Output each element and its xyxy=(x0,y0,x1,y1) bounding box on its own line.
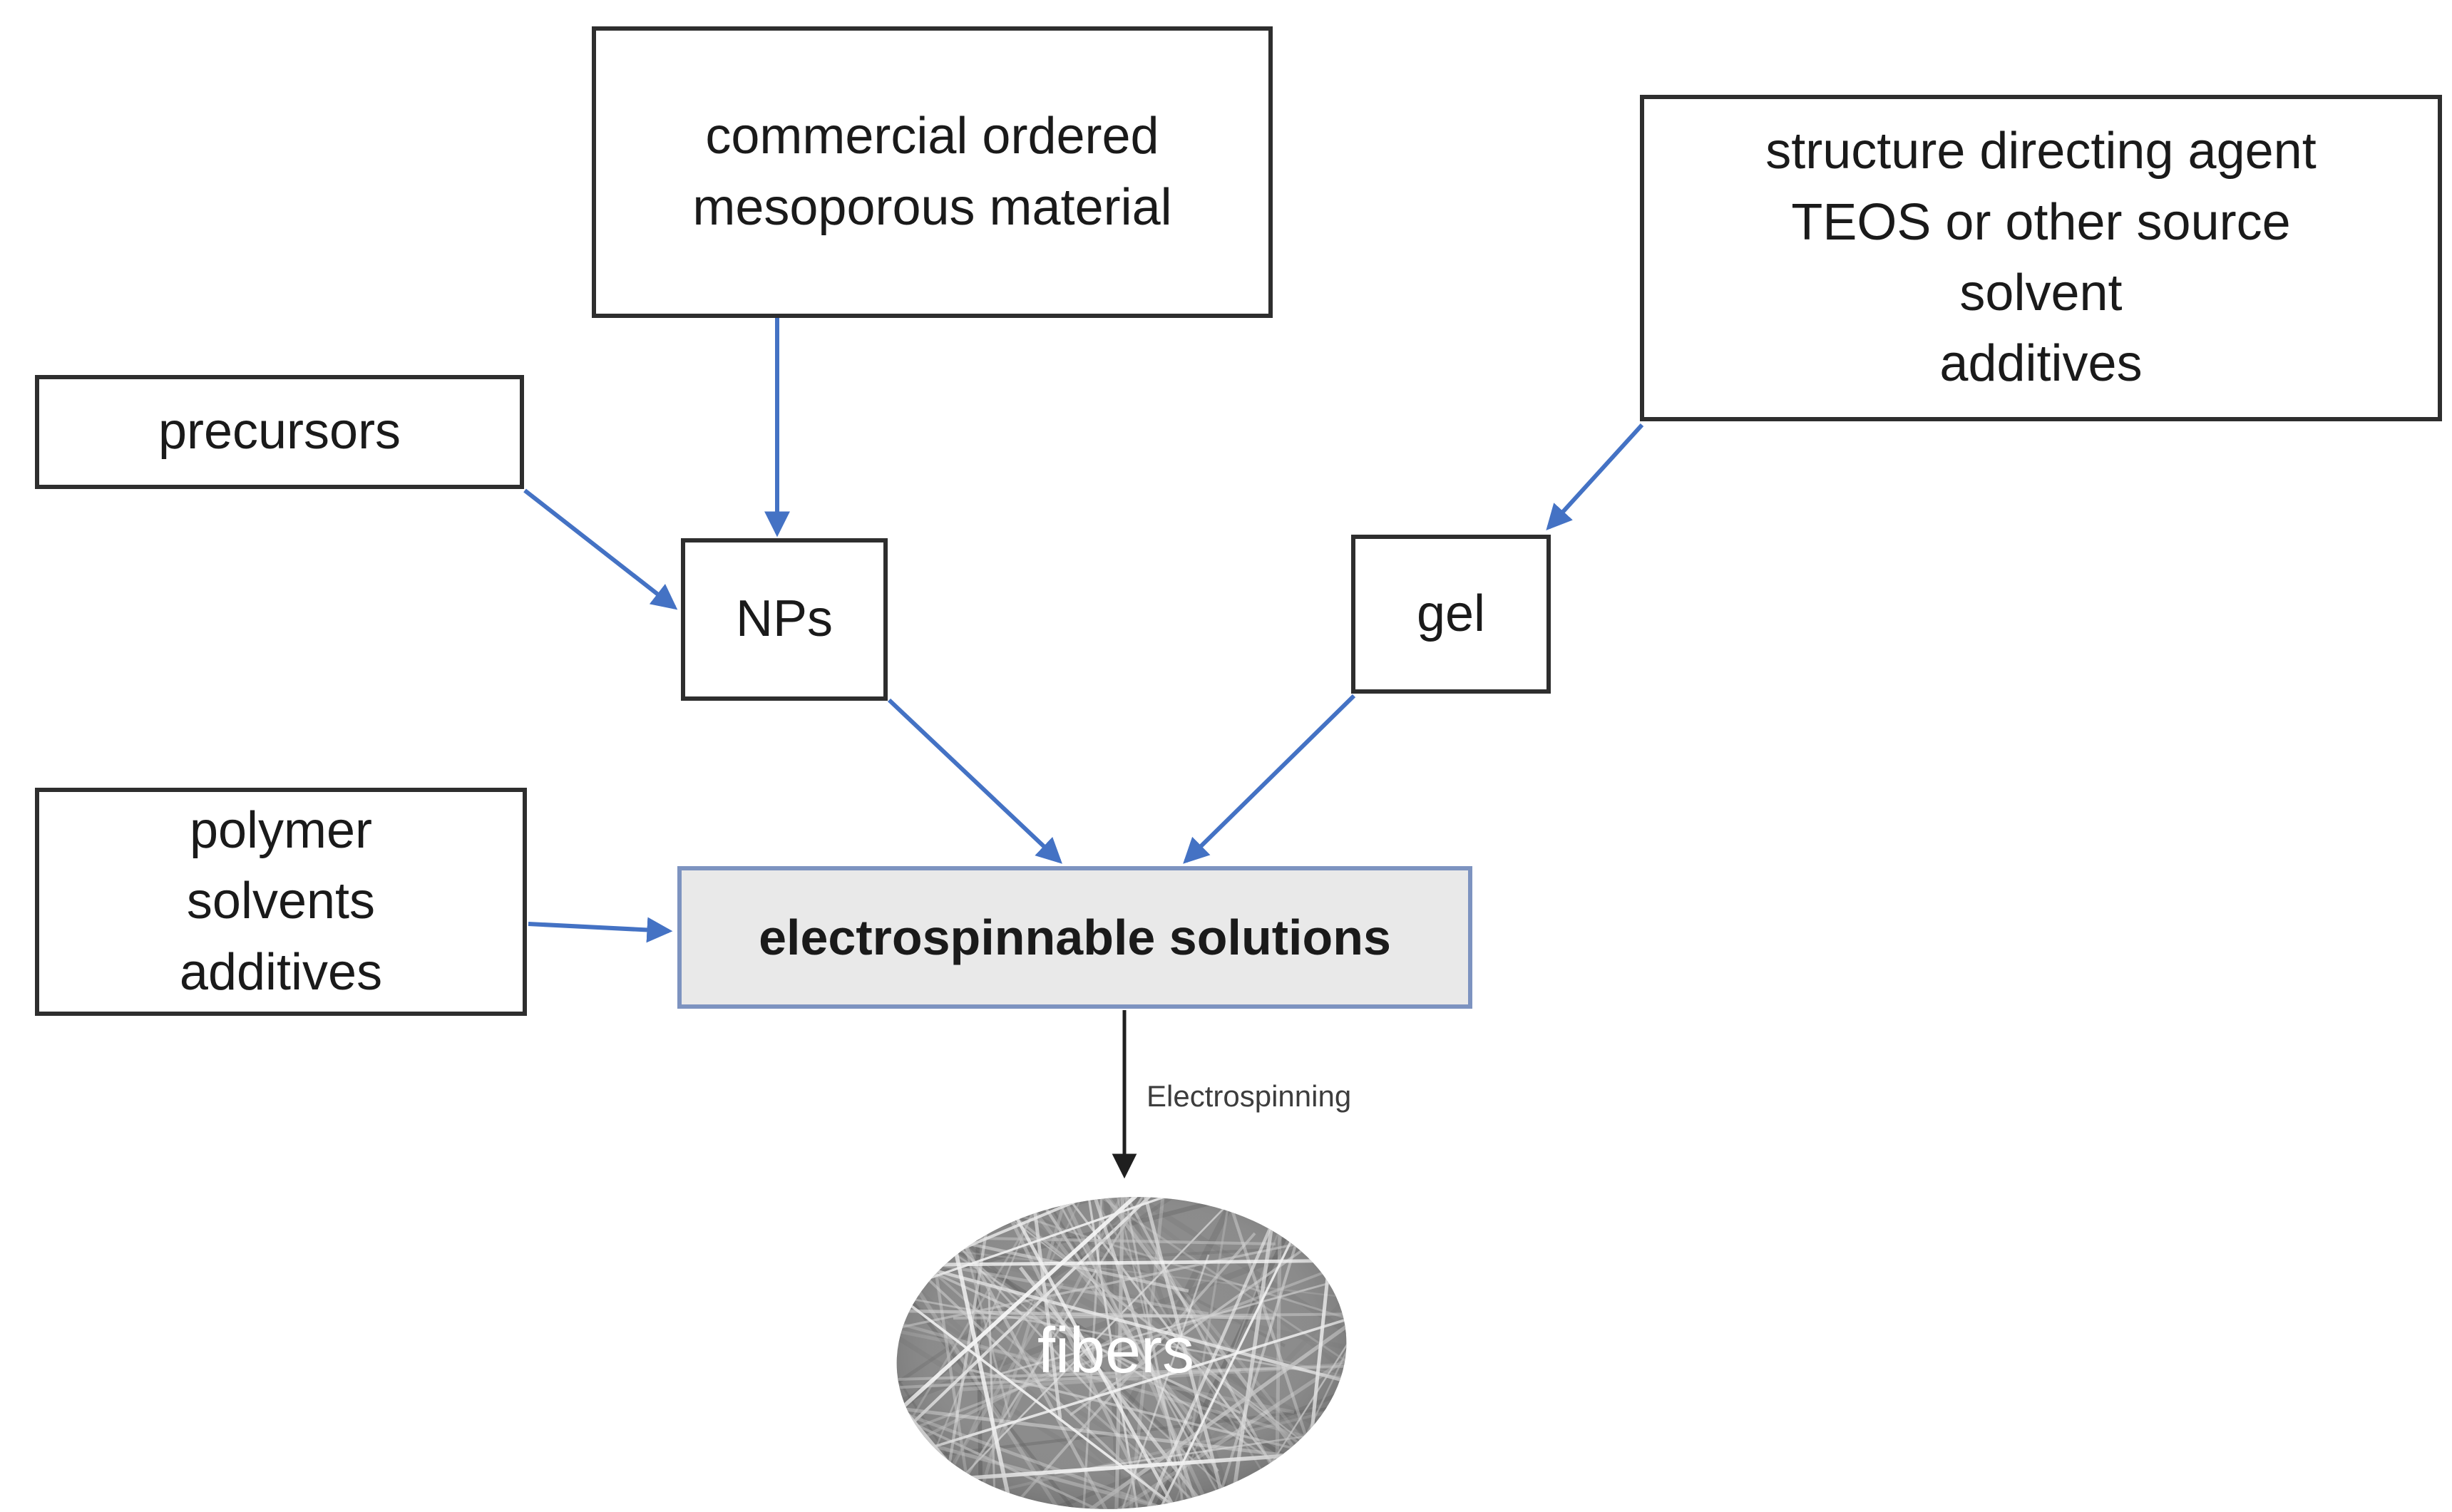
node-label-line: commercial ordered xyxy=(705,108,1159,165)
node-label-line: solvents xyxy=(186,873,376,930)
electrospinning-label: Electrospinning xyxy=(1147,1079,1352,1113)
node-label: precursors xyxy=(158,403,401,461)
arrow-polymer-to-solutions xyxy=(528,917,673,943)
arrow-structure-to-gel xyxy=(1546,423,1644,530)
arrow-precursors-to-nps xyxy=(523,488,678,610)
node-label-line: additives xyxy=(179,943,383,1001)
node-precursors: precursors xyxy=(35,375,524,489)
node-polymer-solvents-additives: polymer solvents additives xyxy=(35,788,527,1016)
node-label-line: mesoporous material xyxy=(692,178,1172,236)
node-label-line: structure directing agent xyxy=(1765,123,2317,180)
node-label: electrospinnable solutions xyxy=(759,909,1391,965)
fibers-ellipse xyxy=(883,1178,1360,1512)
node-nps: NPs xyxy=(681,538,888,701)
arrow-nps-to-solutions xyxy=(887,698,1062,864)
node-electrospinnable-solutions: electrospinnable solutions xyxy=(677,866,1472,1009)
node-label-line: solvent xyxy=(1959,264,2123,322)
node-structure-directing-agent: structure directing agent TEOS or other … xyxy=(1640,95,2442,421)
node-commercial-mesoporous-material: commercial ordered mesoporous material xyxy=(592,26,1273,318)
node-label-line: TEOS or other source xyxy=(1791,193,2291,251)
fibers-label: fibers xyxy=(1037,1315,1194,1387)
arrow-gel-to-solutions xyxy=(1183,694,1356,864)
fibers-vignette xyxy=(893,1194,1350,1512)
node-label: NPs xyxy=(735,590,833,648)
node-gel: gel xyxy=(1351,535,1551,694)
node-label-line: additives xyxy=(1939,335,2143,393)
node-label: gel xyxy=(1416,585,1486,642)
node-label-line: polymer xyxy=(189,801,373,859)
